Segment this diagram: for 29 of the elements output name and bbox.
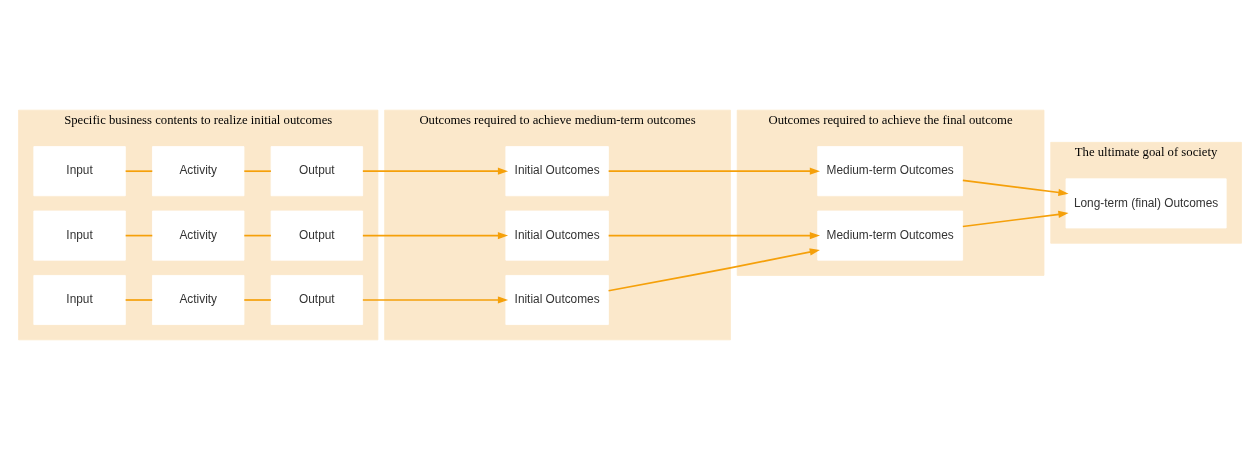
node-box: Input [33, 275, 126, 325]
node-box: Activity [152, 275, 245, 325]
connector [124, 234, 154, 237]
node-box: Medium-term Outcomes [817, 210, 964, 261]
node-box: Activity [152, 146, 245, 197]
arrow [607, 248, 820, 292]
arrow [607, 167, 820, 175]
arrow [362, 232, 509, 240]
connector [124, 170, 154, 173]
arrow [607, 232, 820, 240]
connector [243, 299, 272, 301]
node-box: Input [33, 210, 126, 261]
arrow [962, 179, 1069, 196]
connector [243, 234, 272, 237]
arrow [362, 296, 509, 304]
connector [124, 299, 154, 301]
arrow [962, 210, 1069, 228]
node-box: Initial Outcomes [505, 146, 609, 197]
node-box: Long-term (final) Outcomes [1065, 178, 1227, 229]
node-box: Output [270, 275, 364, 325]
node-box: Initial Outcomes [505, 275, 609, 325]
node-box: Initial Outcomes [505, 210, 609, 261]
connector [243, 170, 272, 173]
arrow [362, 167, 509, 175]
node-box: Medium-term Outcomes [817, 146, 964, 197]
node-box: Output [270, 146, 364, 197]
node-box: Activity [152, 210, 245, 261]
node-box: Output [270, 210, 364, 261]
node-box: Input [33, 146, 126, 197]
